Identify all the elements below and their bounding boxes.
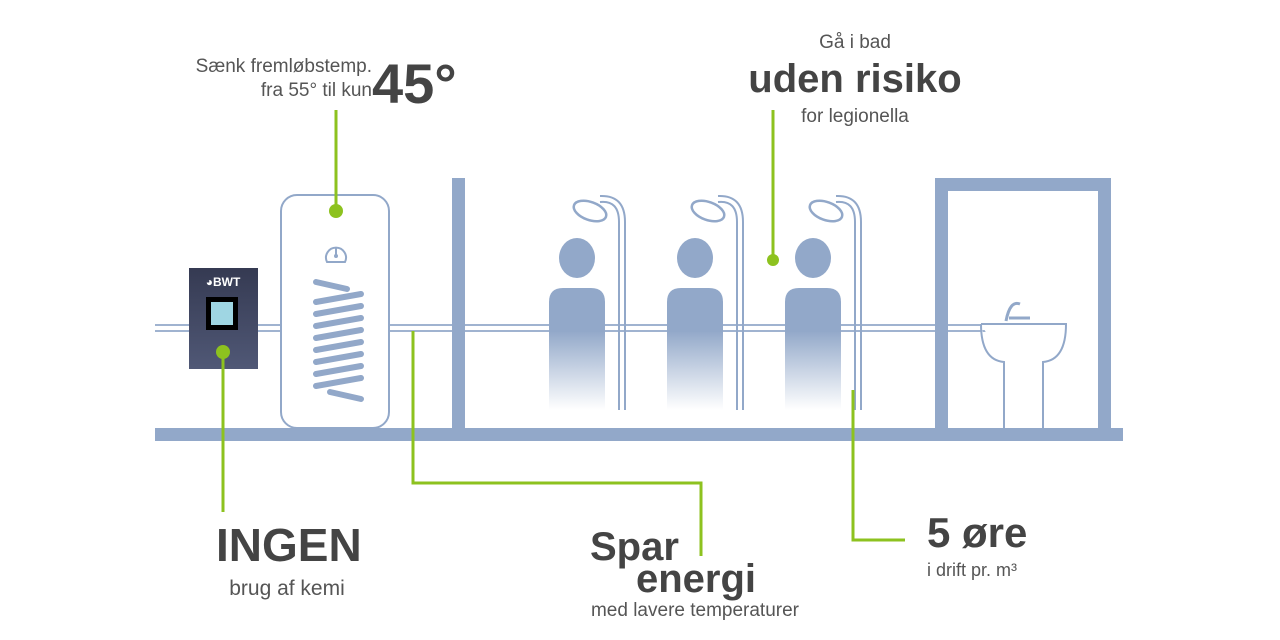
chemicals-sub: brug af kemi — [229, 577, 345, 600]
temperature-line2: fra 55° til kun — [260, 80, 372, 101]
shower-3 — [785, 194, 862, 410]
legionella-post: for legionella — [801, 106, 909, 127]
bwt-logo: ◕BWT — [206, 275, 241, 289]
wall — [452, 178, 465, 430]
energy-sub: med lavere temperaturer — [590, 600, 800, 621]
cost-sub: i drift pr. m³ — [927, 560, 1018, 580]
shower-figures — [549, 194, 862, 410]
callout-lines — [221, 110, 905, 556]
cost-headline: 5 øre — [927, 509, 1028, 556]
callout-dots — [216, 204, 779, 359]
sink — [980, 301, 1068, 428]
shower-1 — [549, 194, 626, 410]
legionella-headline: uden risiko — [748, 57, 962, 101]
heating-coil — [313, 279, 364, 402]
shower-2 — [667, 194, 744, 410]
chemicals-headline: INGEN — [216, 519, 362, 571]
water-heater-tank — [280, 194, 390, 429]
floor — [155, 428, 1123, 441]
temperature-value: 45° — [372, 52, 457, 115]
energy-headline-2: energi — [636, 557, 757, 601]
legionella-pre: Gå i bad — [819, 32, 891, 53]
temperature-line1: Sænk fremløbstemp. — [195, 56, 372, 77]
energy-headline-1: Spar — [590, 525, 679, 569]
